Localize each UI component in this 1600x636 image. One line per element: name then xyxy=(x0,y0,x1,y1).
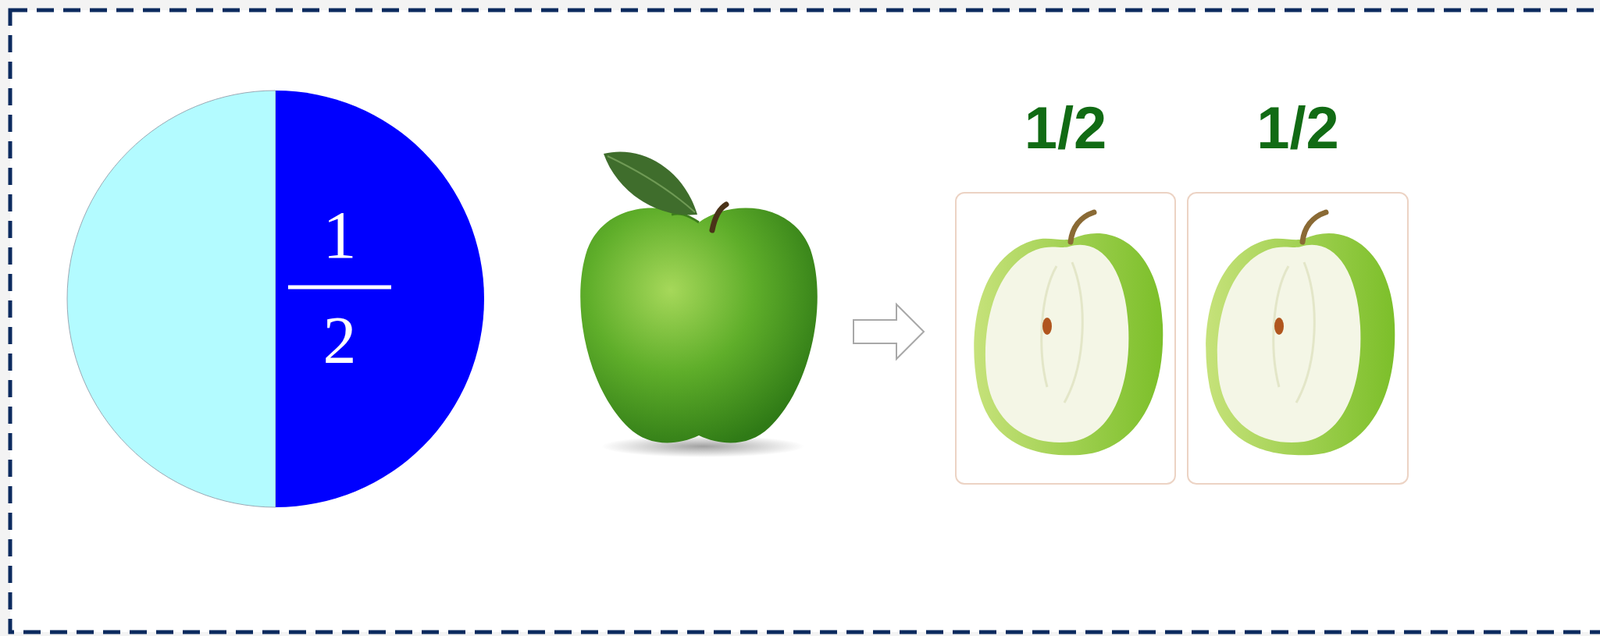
leaf-vein xyxy=(607,156,695,213)
whole-apple xyxy=(580,207,818,443)
apple-leaf xyxy=(603,151,698,215)
half-box: 1/2 xyxy=(1186,192,1409,485)
fraction-bar xyxy=(288,285,392,290)
light-half xyxy=(67,90,276,508)
fraction-circle: 12 xyxy=(66,89,485,509)
shaded-half xyxy=(275,90,485,508)
apple-shadow xyxy=(601,435,805,458)
half-box: 1/2 xyxy=(955,192,1176,485)
half-apple xyxy=(1205,212,1395,456)
fraction-digit: 1 xyxy=(323,201,357,269)
apple-stem xyxy=(712,204,727,231)
apple-dimple xyxy=(671,213,699,223)
fraction-heading: 1/2 xyxy=(1256,98,1340,158)
circle-outline xyxy=(66,89,485,509)
half-apple xyxy=(973,212,1163,456)
dashed-frame xyxy=(10,10,1600,633)
fraction-digit: 2 xyxy=(323,306,357,375)
fraction-heading: 1/2 xyxy=(1024,98,1108,158)
arrow-symbol xyxy=(853,304,924,360)
